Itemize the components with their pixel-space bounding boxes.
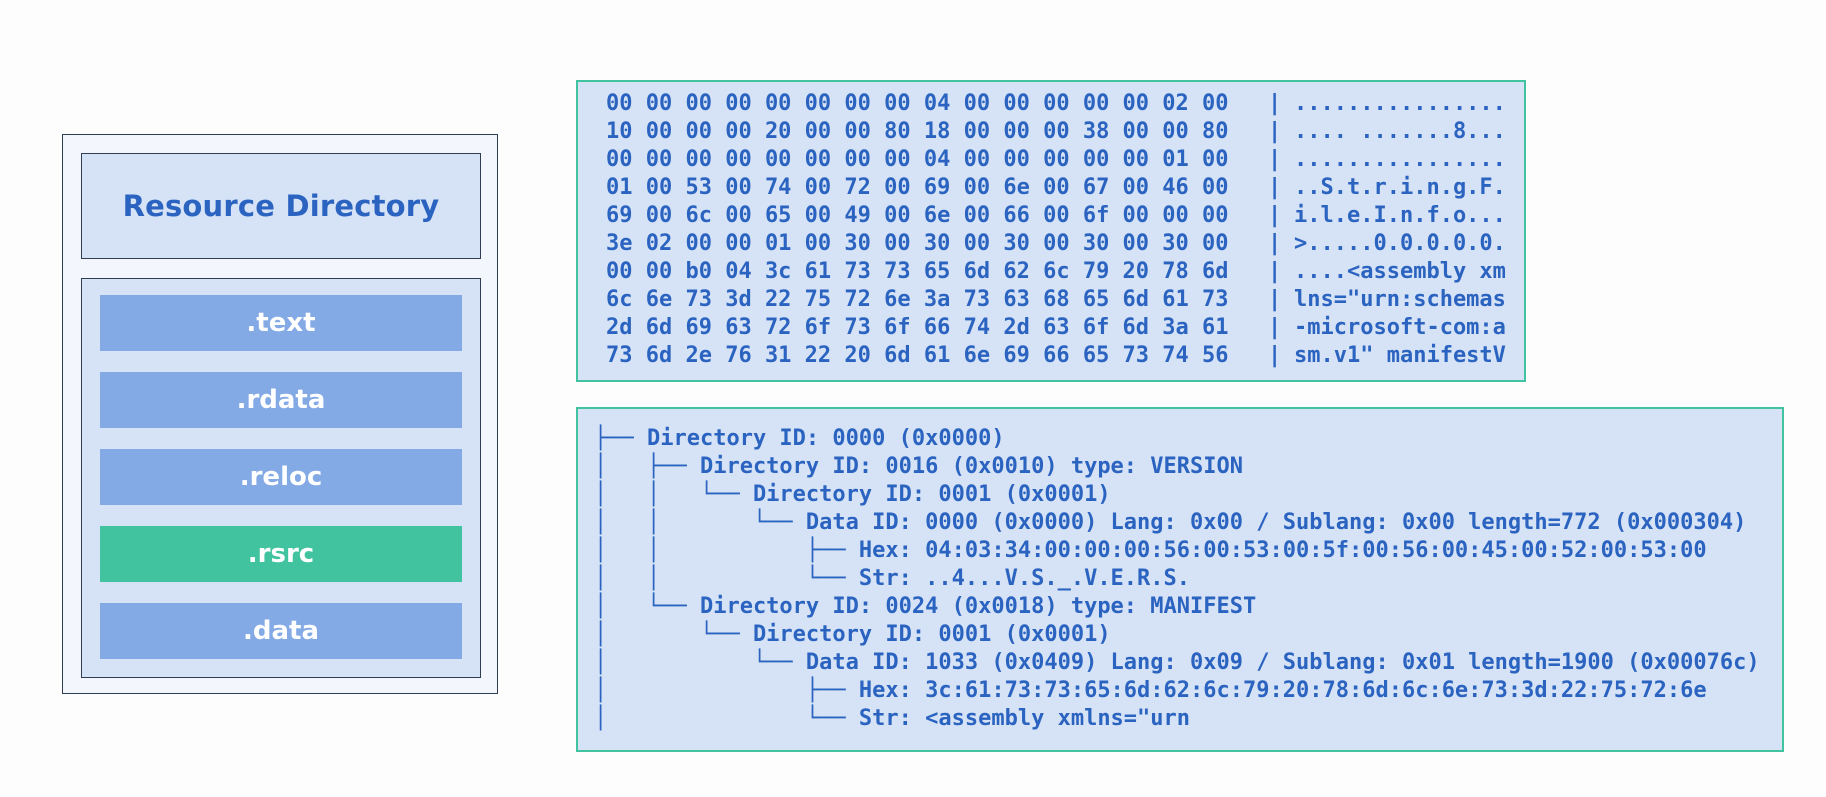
hex-row-separator: | bbox=[1268, 91, 1282, 116]
hex-row-ascii: lns="urn:schemas bbox=[1294, 287, 1506, 312]
resource-directory-title: Resource Directory bbox=[122, 189, 440, 223]
hex-row-separator: | bbox=[1268, 203, 1282, 228]
hex-dump-panel bbox=[576, 80, 1526, 382]
tree-line: │ ├── Directory ID: 0016 (0x0010) type: … bbox=[594, 454, 1244, 479]
section-text: .text bbox=[100, 295, 462, 351]
hex-row-separator: | bbox=[1268, 315, 1282, 340]
section-rdata: .rdata bbox=[100, 372, 462, 428]
section-rsrc: .rsrc bbox=[100, 526, 462, 582]
tree-line: │ └── Directory ID: 0024 (0x0018) type: … bbox=[594, 594, 1257, 619]
hex-row-ascii: .... .......8... bbox=[1294, 119, 1506, 144]
hex-row-ascii: sm.v1" manifestV bbox=[1294, 343, 1506, 368]
hex-row-bytes: 00 00 b0 04 3c 61 73 73 65 6d 62 6c 79 2… bbox=[606, 259, 1229, 284]
hex-row-bytes: 6c 6e 73 3d 22 75 72 6e 3a 73 63 68 65 6… bbox=[606, 287, 1229, 312]
section-label: .text bbox=[246, 308, 316, 338]
hex-row-bytes: 10 00 00 00 20 00 00 80 18 00 00 00 38 0… bbox=[606, 119, 1229, 144]
resource-directory-box: Resource Directory bbox=[81, 153, 481, 259]
hex-row-ascii: >.....0.0.0.0.0. bbox=[1294, 231, 1506, 256]
resource-tree-panel bbox=[576, 407, 1784, 752]
section-label: .reloc bbox=[239, 462, 323, 492]
hex-row-separator: | bbox=[1268, 343, 1282, 368]
section-label: .rdata bbox=[236, 385, 326, 415]
hex-row-ascii: ................ bbox=[1294, 91, 1506, 116]
hex-row-separator: | bbox=[1268, 231, 1282, 256]
section-reloc: .reloc bbox=[100, 449, 462, 505]
hex-row-bytes: 69 00 6c 00 65 00 49 00 6e 00 66 00 6f 0… bbox=[606, 203, 1229, 228]
hex-row-ascii: ................ bbox=[1294, 147, 1506, 172]
tree-line: │ ├── Hex: 3c:61:73:73:65:6d:62:6c:79:20… bbox=[594, 678, 1707, 703]
hex-row-ascii: -microsoft-com:a bbox=[1294, 315, 1506, 340]
hex-row-separator: | bbox=[1268, 147, 1282, 172]
hex-row-separator: | bbox=[1268, 119, 1282, 144]
hex-row-bytes: 73 6d 2e 76 31 22 20 6d 61 6e 69 66 65 7… bbox=[606, 343, 1229, 368]
hex-row-ascii: ..S.t.r.i.n.g.F. bbox=[1294, 175, 1506, 200]
tree-line: │ │ └── Directory ID: 0001 (0x0001) bbox=[594, 482, 1111, 507]
tree-line: │ │ └── Str: ..4...V.S._.V.E.R.S. bbox=[594, 566, 1191, 591]
hex-row-bytes: 3e 02 00 00 01 00 30 00 30 00 30 00 30 0… bbox=[606, 231, 1229, 256]
section-label: .rsrc bbox=[247, 539, 315, 569]
hex-row-separator: | bbox=[1268, 175, 1282, 200]
hex-row-bytes: 2d 6d 69 63 72 6f 73 6f 66 74 2d 63 6f 6… bbox=[606, 315, 1229, 340]
tree-line: │ │ └── Data ID: 0000 (0x0000) Lang: 0x0… bbox=[594, 510, 1747, 535]
section-label: .data bbox=[242, 616, 319, 646]
hex-row-bytes: 00 00 00 00 00 00 00 00 04 00 00 00 00 0… bbox=[606, 147, 1229, 172]
tree-line: │ └── Str: <assembly xmlns="urn bbox=[594, 706, 1191, 731]
tree-line: │ └── Directory ID: 0001 (0x0001) bbox=[594, 622, 1111, 647]
hex-row-separator: | bbox=[1268, 287, 1282, 312]
hex-row-separator: | bbox=[1268, 259, 1282, 284]
hex-row-ascii: ....<assembly xm bbox=[1294, 259, 1506, 284]
tree-line: ├── Directory ID: 0000 (0x0000) bbox=[594, 426, 1005, 451]
tree-line: │ │ ├── Hex: 04:03:34:00:00:00:56:00:53:… bbox=[594, 538, 1707, 563]
hex-row-bytes: 01 00 53 00 74 00 72 00 69 00 6e 00 67 0… bbox=[606, 175, 1229, 200]
section-data: .data bbox=[100, 603, 462, 659]
hex-row-ascii: i.l.e.I.n.f.o... bbox=[1294, 203, 1506, 228]
hex-row-bytes: 00 00 00 00 00 00 00 00 04 00 00 00 00 0… bbox=[606, 91, 1229, 116]
tree-line: │ └── Data ID: 1033 (0x0409) Lang: 0x09 … bbox=[594, 650, 1760, 675]
